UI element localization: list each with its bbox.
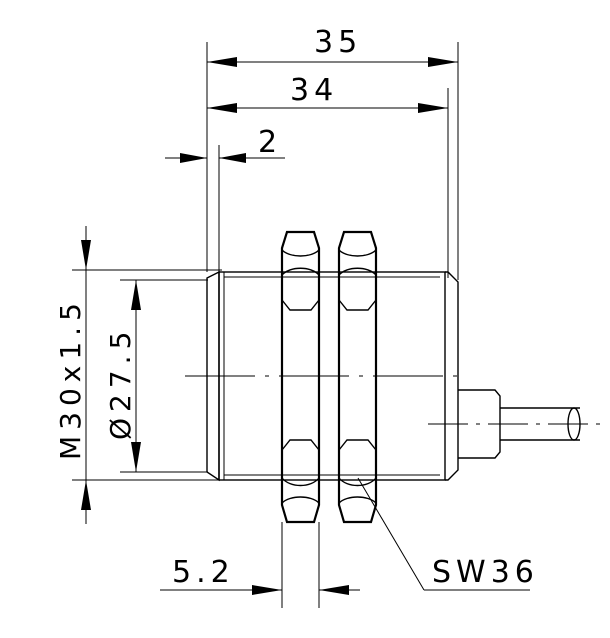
dimension-thread: M30x1.5 xyxy=(54,226,222,524)
dimension-overall-length: 35 xyxy=(206,25,459,280)
center-line xyxy=(185,375,600,425)
dimension-label-thread: M30x1.5 xyxy=(54,297,87,460)
dimension-label-35: 35 xyxy=(314,25,362,60)
dimension-label-34: 34 xyxy=(290,73,338,108)
dimension-nut-thickness: 5.2 xyxy=(160,522,360,608)
dimension-body-length: 34 xyxy=(207,73,449,278)
dimension-label-diameter: Ø27.5 xyxy=(104,326,137,440)
nut-right xyxy=(337,230,378,524)
dimension-diameter: Ø27.5 xyxy=(104,279,208,473)
dimension-label-sw36: SW36 xyxy=(432,555,539,590)
dimension-flange-offset: 2 xyxy=(165,125,285,272)
leader-wrench-size: SW36 xyxy=(357,477,539,591)
nut-left xyxy=(280,230,321,524)
dimension-label-5-2: 5.2 xyxy=(172,555,235,590)
dimension-label-2: 2 xyxy=(258,125,282,160)
